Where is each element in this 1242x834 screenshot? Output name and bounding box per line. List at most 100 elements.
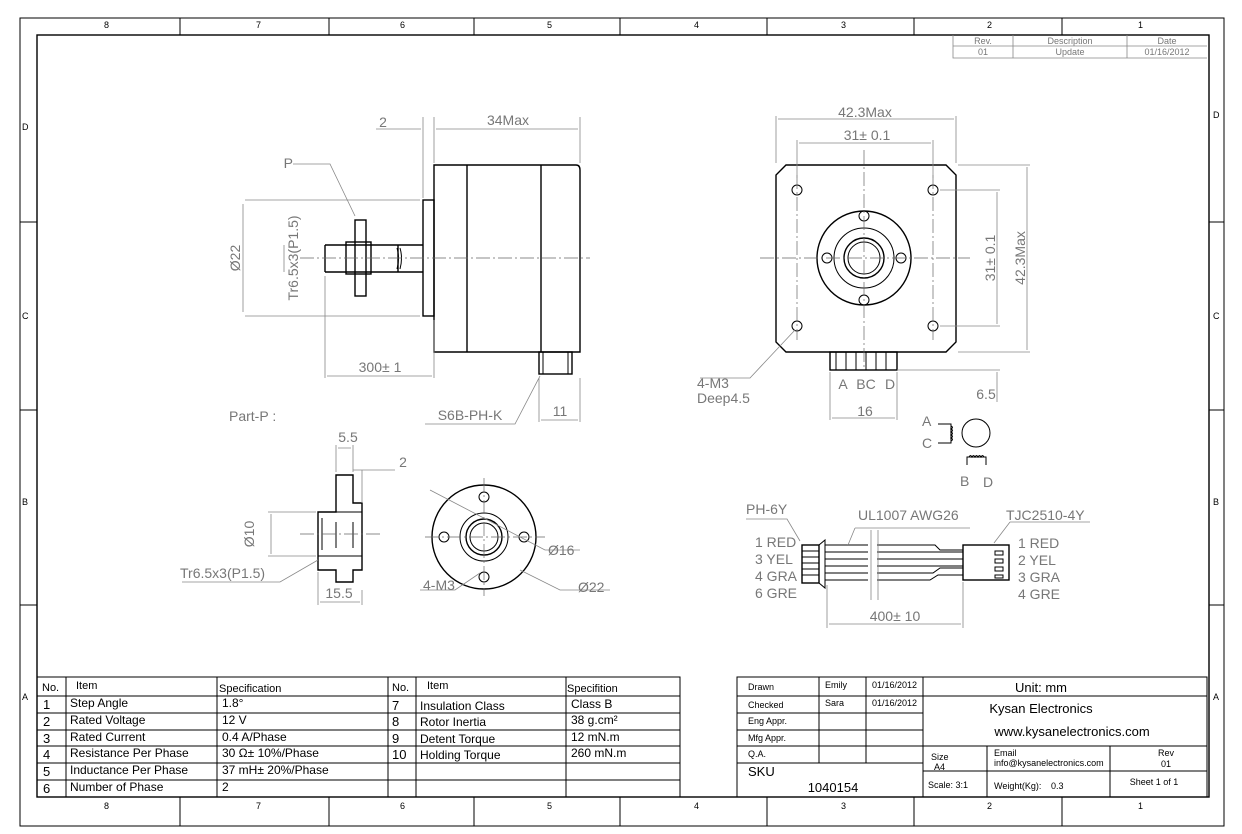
- dim-15-5: 15.5: [325, 585, 352, 601]
- pin-label: A: [838, 376, 848, 392]
- dim-31-h: 31± 0.1: [844, 127, 891, 143]
- zone-col: 8: [104, 20, 109, 30]
- spec-value: Class B: [571, 697, 612, 711]
- spec-item: Rotor Inertia: [420, 715, 486, 729]
- size-label: Size: [931, 752, 949, 762]
- spec-value: 12 mN.m: [571, 730, 620, 744]
- connector-label: S6B-PH-K: [438, 407, 503, 423]
- sku-label: SKU: [748, 764, 775, 779]
- zone-col: 6: [400, 801, 405, 811]
- part-p-thread: Tr6.5x3(P1.5): [180, 565, 265, 581]
- zone-col: 6: [400, 20, 405, 30]
- website: www.kysanelectronics.com: [993, 724, 1149, 739]
- dim-42-3max-h: 42.3Max: [838, 104, 892, 120]
- coil-d-label: D: [983, 474, 993, 490]
- zone-col: 2: [987, 20, 992, 30]
- zone-row: B: [1213, 497, 1219, 507]
- cable-length: 400± 10: [870, 608, 921, 624]
- zone-col: 4: [694, 20, 699, 30]
- spec-item: Resistance Per Phase: [70, 746, 189, 760]
- sheet-number: Sheet 1 of 1: [1130, 777, 1179, 787]
- header-no: No.: [392, 682, 409, 694]
- dim-16: 16: [857, 403, 873, 419]
- spec-item: Number of Phase: [70, 780, 164, 794]
- revision-table: Rev. Description Date 01 Update 01/16/20…: [952, 35, 1207, 59]
- spec-no: 1: [43, 697, 50, 712]
- spec-no: 3: [43, 731, 50, 746]
- weight-value: 0.3: [1051, 781, 1064, 791]
- weight-label: Weight(Kg):: [994, 781, 1041, 791]
- zone-row: A: [1213, 692, 1219, 702]
- part-p-callout: P: [284, 155, 293, 171]
- spec-value: 38 g.cm²: [571, 713, 618, 727]
- dim-dia16: Ø16: [548, 542, 575, 558]
- zone-markers: 8 7 6 5 4 3 2 1 8 7 6 5 4 3 2 1 D C B A …: [22, 20, 1220, 811]
- approval-role: Drawn: [748, 682, 774, 692]
- coil-b-label: B: [960, 473, 969, 489]
- part-p-views: Part-P : 5.5 2 Ø10 Tr6.5x3(P1.5) 15.5 Ø1…: [180, 408, 610, 605]
- approval-role: Eng Appr.: [748, 716, 787, 726]
- zone-row: D: [22, 122, 29, 132]
- right-pin: 3 GRA: [1018, 569, 1061, 585]
- spec-no: 5: [43, 764, 50, 779]
- dim-11: 11: [553, 403, 568, 419]
- hole-note: 4-M3: [697, 375, 729, 391]
- zone-col: 1: [1138, 801, 1143, 811]
- left-connector-label: PH-6Y: [746, 501, 788, 517]
- motor-front-view: 42.3Max 31± 0.1 31± 0.1 42.3Max A BC D 4…: [697, 104, 1030, 420]
- hole-depth-note: Deep4.5: [697, 390, 750, 406]
- header-spec: Specification: [219, 683, 281, 695]
- email-value: info@kysanelectronics.com: [994, 758, 1104, 768]
- header-item: Item: [427, 680, 448, 692]
- pin-label: D: [885, 376, 895, 392]
- spec-value: 0.4 A/Phase: [222, 730, 287, 744]
- motor-side-view: 2 34Max P Ø22 Tr6.5x3(P1.5) 300± 1 S6B-P…: [227, 112, 590, 425]
- part-p-holes: 4-M3: [423, 577, 455, 593]
- zone-col: 5: [547, 20, 552, 30]
- spec-no: 8: [392, 714, 399, 729]
- header-item: Item: [76, 680, 97, 692]
- zone-row: D: [1213, 110, 1220, 120]
- pin-label: BC: [856, 376, 875, 392]
- dim-6-5: 6.5: [976, 386, 996, 402]
- scale: Scale: 3:1: [928, 780, 968, 790]
- spec-no: 10: [392, 747, 406, 762]
- zone-row: A: [22, 692, 28, 702]
- spec-item: Holding Torque: [420, 748, 501, 762]
- spec-table: No. Item Specification No. Item Specifit…: [37, 676, 681, 797]
- zone-col: 7: [256, 20, 261, 30]
- dim-5-5: 5.5: [338, 429, 358, 445]
- spec-value: 260 mN.m: [571, 746, 626, 760]
- right-pin: 1 RED: [1018, 535, 1059, 551]
- right-connector-label: TJC2510-4Y: [1006, 507, 1085, 523]
- thread-spec: Tr6.5x3(P1.5): [285, 215, 301, 300]
- spec-value: 30 Ω± 10%/Phase: [222, 746, 319, 760]
- date-value: 01/16/2012: [1144, 47, 1189, 57]
- left-pin: 4 GRA: [755, 568, 798, 584]
- left-pin: 6 GRE: [755, 585, 797, 601]
- zone-row: B: [22, 497, 28, 507]
- spec-no: 6: [43, 781, 50, 796]
- spec-no: 2: [43, 714, 50, 729]
- dim-31-v: 31± 0.1: [982, 234, 998, 281]
- approval-name: Sara: [825, 698, 844, 708]
- spec-value: 37 mH± 20%/Phase: [222, 763, 329, 777]
- approval-date: 01/16/2012: [872, 680, 917, 690]
- zone-ticks: [20, 18, 1224, 826]
- left-pin: 3 YEL: [755, 551, 793, 567]
- zone-row: C: [22, 311, 29, 321]
- spec-item: Step Angle: [70, 696, 128, 710]
- description-value: Update: [1055, 47, 1084, 57]
- zone-col: 2: [987, 801, 992, 811]
- zone-col: 3: [841, 20, 846, 30]
- unit-label: Unit: mm: [1015, 680, 1067, 695]
- cable-assembly: PH-6Y UL1007 AWG26 TJC2510-4Y 1 RED 3 YE…: [746, 501, 1090, 628]
- dim-dia10: Ø10: [241, 521, 257, 548]
- zone-col: 1: [1138, 20, 1143, 30]
- date-header: Date: [1157, 36, 1176, 46]
- spec-item: Rated Current: [70, 730, 146, 744]
- email-label: Email: [994, 748, 1017, 758]
- winding-schematic: A C B D: [922, 413, 993, 490]
- dim-dia22: Ø22: [227, 245, 243, 272]
